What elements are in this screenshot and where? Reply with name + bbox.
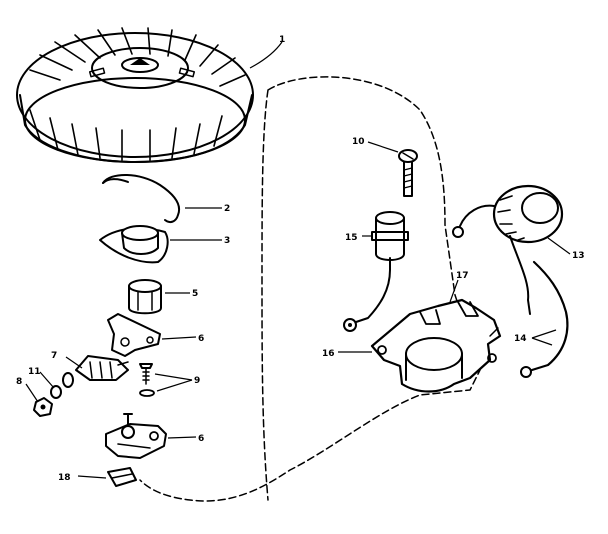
leader-p9b: [156, 379, 193, 392]
leader-p11: [39, 371, 55, 389]
nut-washer-stack-part: [33, 372, 74, 417]
leader-p9a: [154, 373, 193, 381]
leader-p17: [449, 279, 459, 303]
leader-p7: [65, 356, 83, 369]
dashed-group-outline: [139, 76, 481, 502]
condenser-part: [343, 211, 409, 332]
label-p5: 5: [192, 289, 198, 299]
breaker-arm-part: [107, 313, 161, 357]
label-p18: 18: [58, 473, 71, 483]
leader-p6b: [167, 436, 197, 439]
flywheel-part: [16, 27, 254, 163]
leader-p14b: [531, 337, 553, 346]
label-p11: 11: [28, 367, 41, 377]
leader-p13: [547, 237, 571, 255]
leader-p14a: [531, 329, 557, 339]
label-p13: 13: [572, 251, 585, 261]
label-p2: 2: [224, 204, 230, 214]
felt-block-part: [107, 467, 137, 487]
label-p15: 15: [345, 233, 358, 243]
label-p7: 7: [51, 351, 57, 361]
ignition-coil-part: [452, 184, 564, 315]
label-p14: 14: [514, 334, 527, 344]
plate-collar-part: [99, 225, 169, 264]
coil-bracket-part: [370, 298, 502, 393]
label-p8: 8: [16, 377, 22, 387]
leader-p6a: [161, 336, 197, 340]
screw-part: [398, 149, 418, 197]
sleeve-part: [128, 279, 162, 315]
label-p6b: 6: [198, 434, 204, 444]
label-p3: 3: [224, 236, 230, 246]
label-p9: 9: [194, 376, 200, 386]
leader-p18: [77, 475, 107, 479]
leader-p8: [25, 383, 39, 403]
breaker-plate-part: [105, 413, 167, 459]
spring-clip-part: [102, 174, 180, 224]
label-p17: 17: [456, 271, 469, 281]
screw-washer-part: [139, 363, 155, 397]
leader-p1: [249, 41, 283, 69]
label-p10: 10: [352, 137, 365, 147]
label-p16: 16: [322, 349, 335, 359]
leader-p10: [367, 141, 399, 153]
wire-lead-part: [520, 260, 569, 378]
label-p6a: 6: [198, 334, 204, 344]
label-p1: 1: [279, 35, 285, 45]
bracket-part: [75, 355, 129, 381]
